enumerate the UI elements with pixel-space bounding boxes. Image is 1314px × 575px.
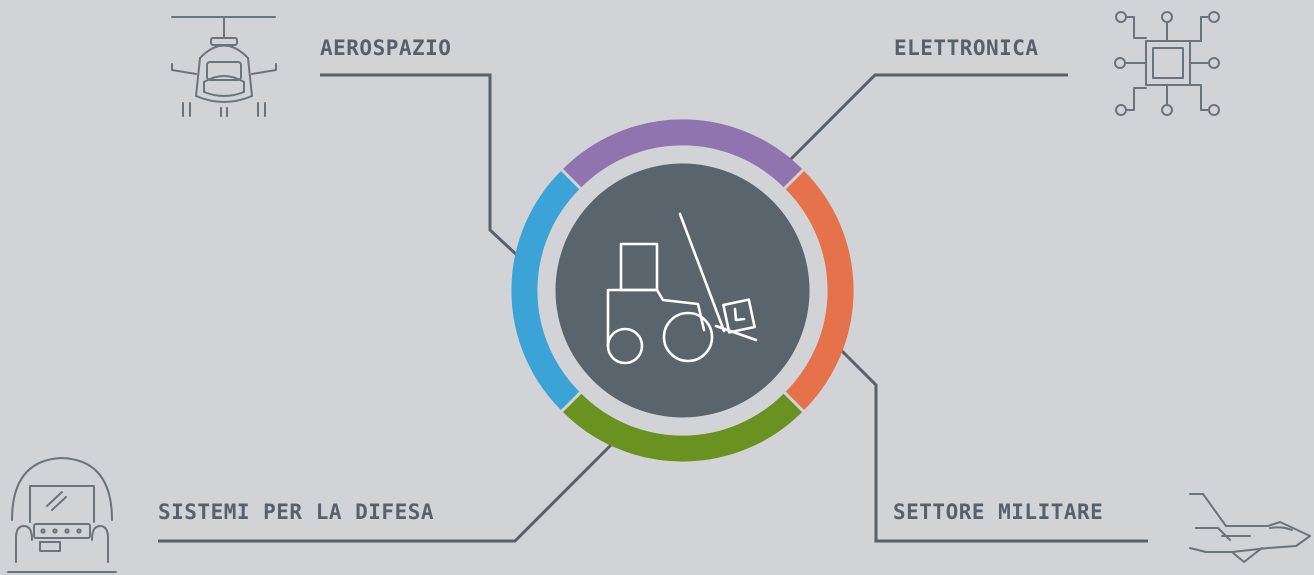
ring-segment-bottom: [563, 393, 802, 462]
label-electronics: ELETTRONICA: [894, 36, 1039, 60]
connector-military: [838, 347, 1148, 543]
microchip-icon: [1114, 11, 1220, 116]
ring-segment-right: [785, 171, 854, 410]
helicopter-icon: [171, 16, 277, 117]
ring-segment-left: [511, 171, 580, 410]
label-aerospace: AEROSPAZIO: [320, 36, 452, 60]
cockpit-icon: [7, 457, 117, 573]
fighter-jet-icon: [1189, 493, 1311, 563]
center-disk: [555, 163, 810, 418]
connector-electronics: [788, 73, 1068, 162]
label-military: SETTORE MILITARE: [893, 500, 1104, 524]
label-defense: SISTEMI PER LA DIFESA: [158, 500, 435, 524]
connector-aerospace: [320, 73, 520, 258]
ring: [511, 119, 854, 462]
forklift-icon: [606, 212, 758, 365]
ring-segment-top: [563, 119, 802, 188]
connector-defense: [158, 441, 615, 543]
